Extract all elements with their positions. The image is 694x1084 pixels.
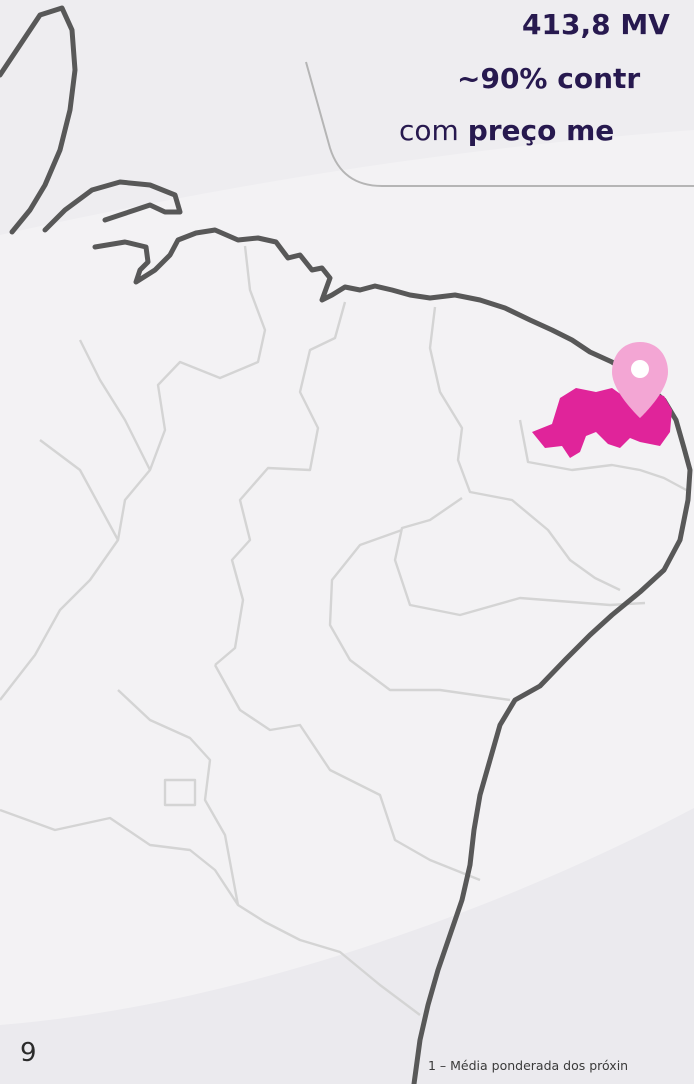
state-border	[78, 339, 152, 471]
state-border	[213, 664, 481, 882]
state-border	[428, 306, 621, 592]
state-border	[518, 419, 691, 494]
state-border	[393, 497, 646, 617]
callout-price-emphasis: preço me	[467, 114, 615, 147]
state-border	[0, 808, 421, 1016]
state-border	[0, 245, 267, 701]
callout-contracted: ~90% contr	[457, 62, 641, 95]
callout-price: com preço me	[399, 114, 614, 148]
state-border	[328, 528, 511, 702]
background-band	[0, 0, 694, 235]
coastline	[42, 179, 183, 233]
callout-price-prefix: com	[399, 114, 468, 147]
state-border	[214, 301, 347, 666]
coastline	[92, 227, 693, 1084]
state-border	[163, 778, 197, 807]
page-number: 9	[20, 1038, 37, 1068]
callout-capacity: 413,8 MV	[522, 8, 670, 41]
state-border	[117, 689, 240, 906]
background-band	[0, 808, 694, 1084]
callout-box	[305, 61, 694, 187]
coastline	[0, 5, 78, 235]
location-pin-icon	[612, 342, 668, 418]
footnote: 1 – Média ponderada dos próxin	[428, 1058, 629, 1073]
state-borders	[0, 245, 691, 1016]
state-border	[39, 439, 120, 541]
